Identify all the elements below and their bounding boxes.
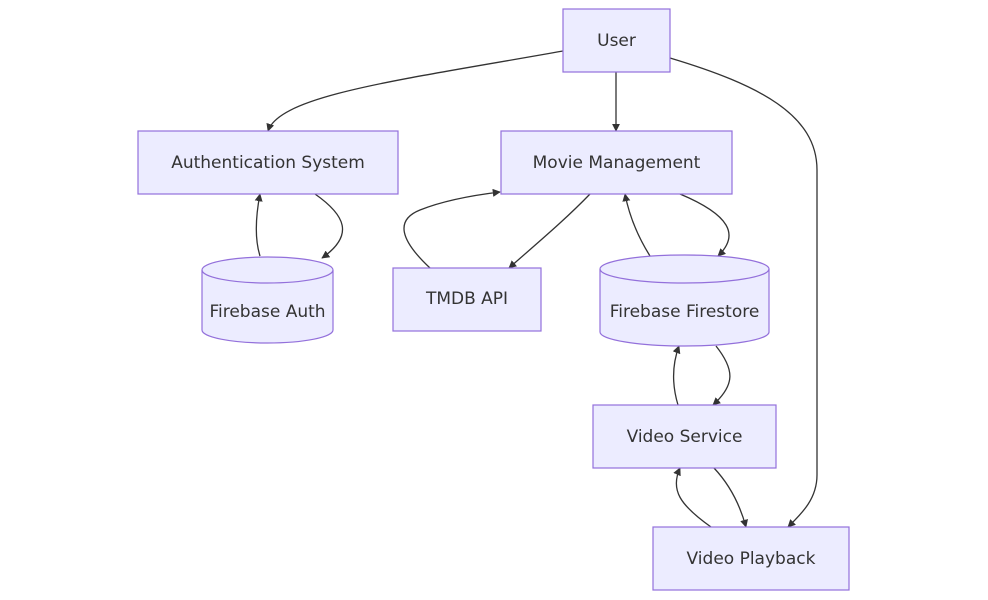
edge-firestore-to-video-service [712,345,731,406]
node-video-service: Video Service [592,404,777,469]
node-auth-system: Authentication System [137,130,399,195]
node-user-label: User [597,31,636,51]
node-firebase-firestore: Firebase Firestore [599,254,770,347]
edge-video-playback-to-video-service [673,467,712,528]
node-tmdb-api-label: TMDB API [425,289,508,309]
node-user: User [562,8,671,73]
edge-user-to-video-playback [669,57,818,528]
node-firebase-firestore-label: Firebase Firestore [610,302,760,322]
node-video-service-label: Video Service [627,427,743,447]
edge-firestore-to-movie-management [622,193,651,257]
edge-tmdb-api-to-movie-management [403,188,501,269]
edges [254,50,818,528]
edge-video-service-to-firestore [672,345,681,406]
node-firebase-auth: Firebase Auth [201,256,334,344]
edge-movie-management-to-tmdb-api [508,193,591,269]
edge-firebase-auth-to-auth-system [254,193,263,257]
edge-auth-system-to-firebase-auth [314,193,344,259]
edge-user-to-auth-system [266,50,564,132]
node-firebase-auth-label: Firebase Auth [209,302,325,322]
node-movie-management-label: Movie Management [533,153,701,173]
node-movie-management: Movie Management [500,130,733,195]
edge-movie-management-to-firestore [679,193,730,257]
node-auth-system-label: Authentication System [171,153,365,173]
node-video-playback-label: Video Playback [687,549,816,569]
node-video-playback: Video Playback [652,526,850,591]
edge-video-service-to-video-playback [713,467,748,528]
node-tmdb-api: TMDB API [392,267,542,332]
